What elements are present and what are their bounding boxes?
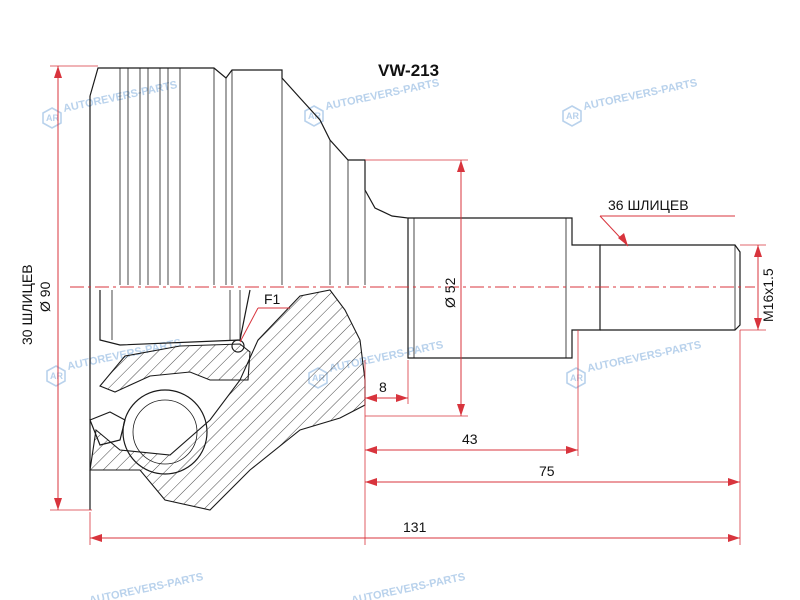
watermark-text-6: AUTOREVERS-PARTS (586, 339, 702, 375)
dimension-43: 43 (462, 431, 478, 447)
label-shaft-diameter: Ø 52 (442, 277, 458, 308)
shaft (407, 217, 741, 359)
watermark-text-7: AUTOREVERS-PARTS (88, 571, 204, 600)
dimension-131: 131 (403, 519, 427, 535)
watermark-logo-4: AR (46, 365, 66, 387)
housing-section (89, 289, 366, 511)
watermark-logo-2: AR (304, 105, 324, 127)
watermark-logo-3: AR (562, 105, 582, 127)
label-shaft-splines: 36 ШЛИЦЕВ (608, 197, 689, 213)
label-fit-mark: F1 (264, 291, 281, 307)
label-outer-diameter: Ø 90 (37, 281, 53, 312)
svg-text:AR: AR (50, 371, 63, 381)
watermark-text-3: AUTOREVERS-PARTS (582, 77, 698, 113)
dimension-75: 75 (539, 463, 555, 479)
ball (122, 389, 208, 475)
label-outer-splines: 30 ШЛИЦЕВ (19, 264, 35, 345)
watermarks: AR AUTOREVERS-PARTS AR AUTOREVERS-PARTS … (42, 77, 702, 600)
svg-text:AR: AR (46, 113, 59, 123)
svg-text:AR: AR (570, 373, 583, 383)
watermark-text-8: AUTOREVERS-PARTS (350, 571, 466, 600)
svg-text:AR: AR (566, 111, 579, 121)
watermark-logo-1: AR (42, 107, 62, 129)
part-number-title: VW-213 (378, 61, 439, 80)
watermark-text-2: AUTOREVERS-PARTS (324, 77, 440, 113)
label-thread: M16x1.5 (760, 268, 776, 322)
dimension-8: 8 (379, 379, 387, 395)
fit-point-marker (231, 339, 245, 353)
svg-text:AR: AR (308, 111, 321, 121)
watermark-logo-6: AR (566, 367, 586, 389)
dimension-lines (50, 65, 766, 545)
housing-outline (89, 67, 409, 510)
